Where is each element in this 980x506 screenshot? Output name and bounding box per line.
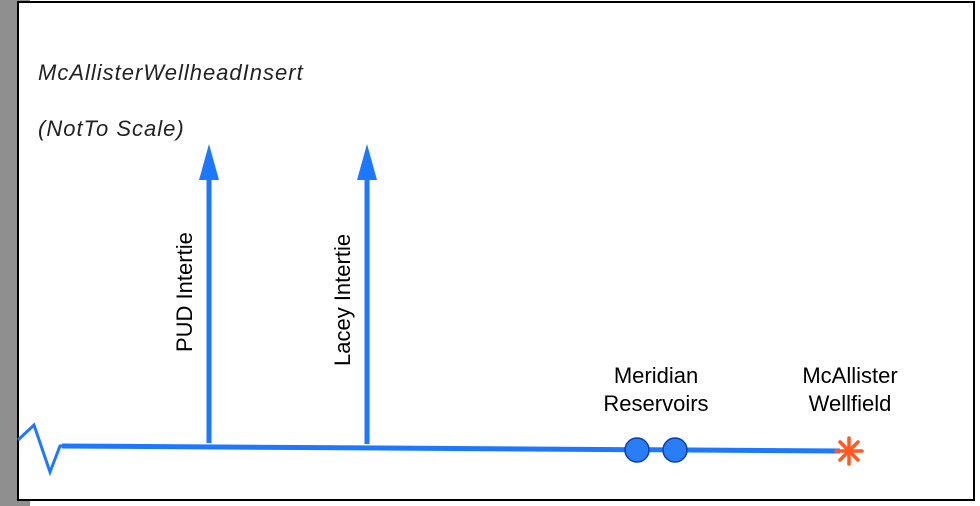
diagram-subtitle: (NotTo Scale) — [38, 116, 185, 141]
wellfield-star-icon — [834, 436, 864, 466]
main-pipeline-line — [61, 443, 841, 454]
lacey-intertie-arrowhead-icon — [357, 144, 377, 180]
reservoir-dot-icon — [624, 437, 650, 463]
reservoir-dot-icon — [662, 437, 688, 463]
lacey-intertie-label: Lacey Intertie — [330, 233, 355, 366]
meridian-label-line1: Meridian — [613, 363, 699, 388]
wellfield-label-line1: McAllister — [802, 363, 898, 388]
diagram-title: McAllisterWellheadInsert — [38, 60, 304, 85]
meridian-label-line2: Reservoirs — [603, 391, 709, 416]
wellfield-label-line2: Wellfield — [808, 391, 892, 416]
pud-intertie-label: PUD Intertie — [172, 232, 197, 352]
break-line-icon — [16, 422, 68, 477]
mcallister-wellfield-label: McAllister Wellfield — [788, 362, 912, 418]
inset-frame — [17, 1, 975, 501]
pud-intertie-arrowhead-icon — [199, 144, 219, 180]
meridian-reservoirs-label: Meridian Reservoirs — [596, 362, 716, 418]
